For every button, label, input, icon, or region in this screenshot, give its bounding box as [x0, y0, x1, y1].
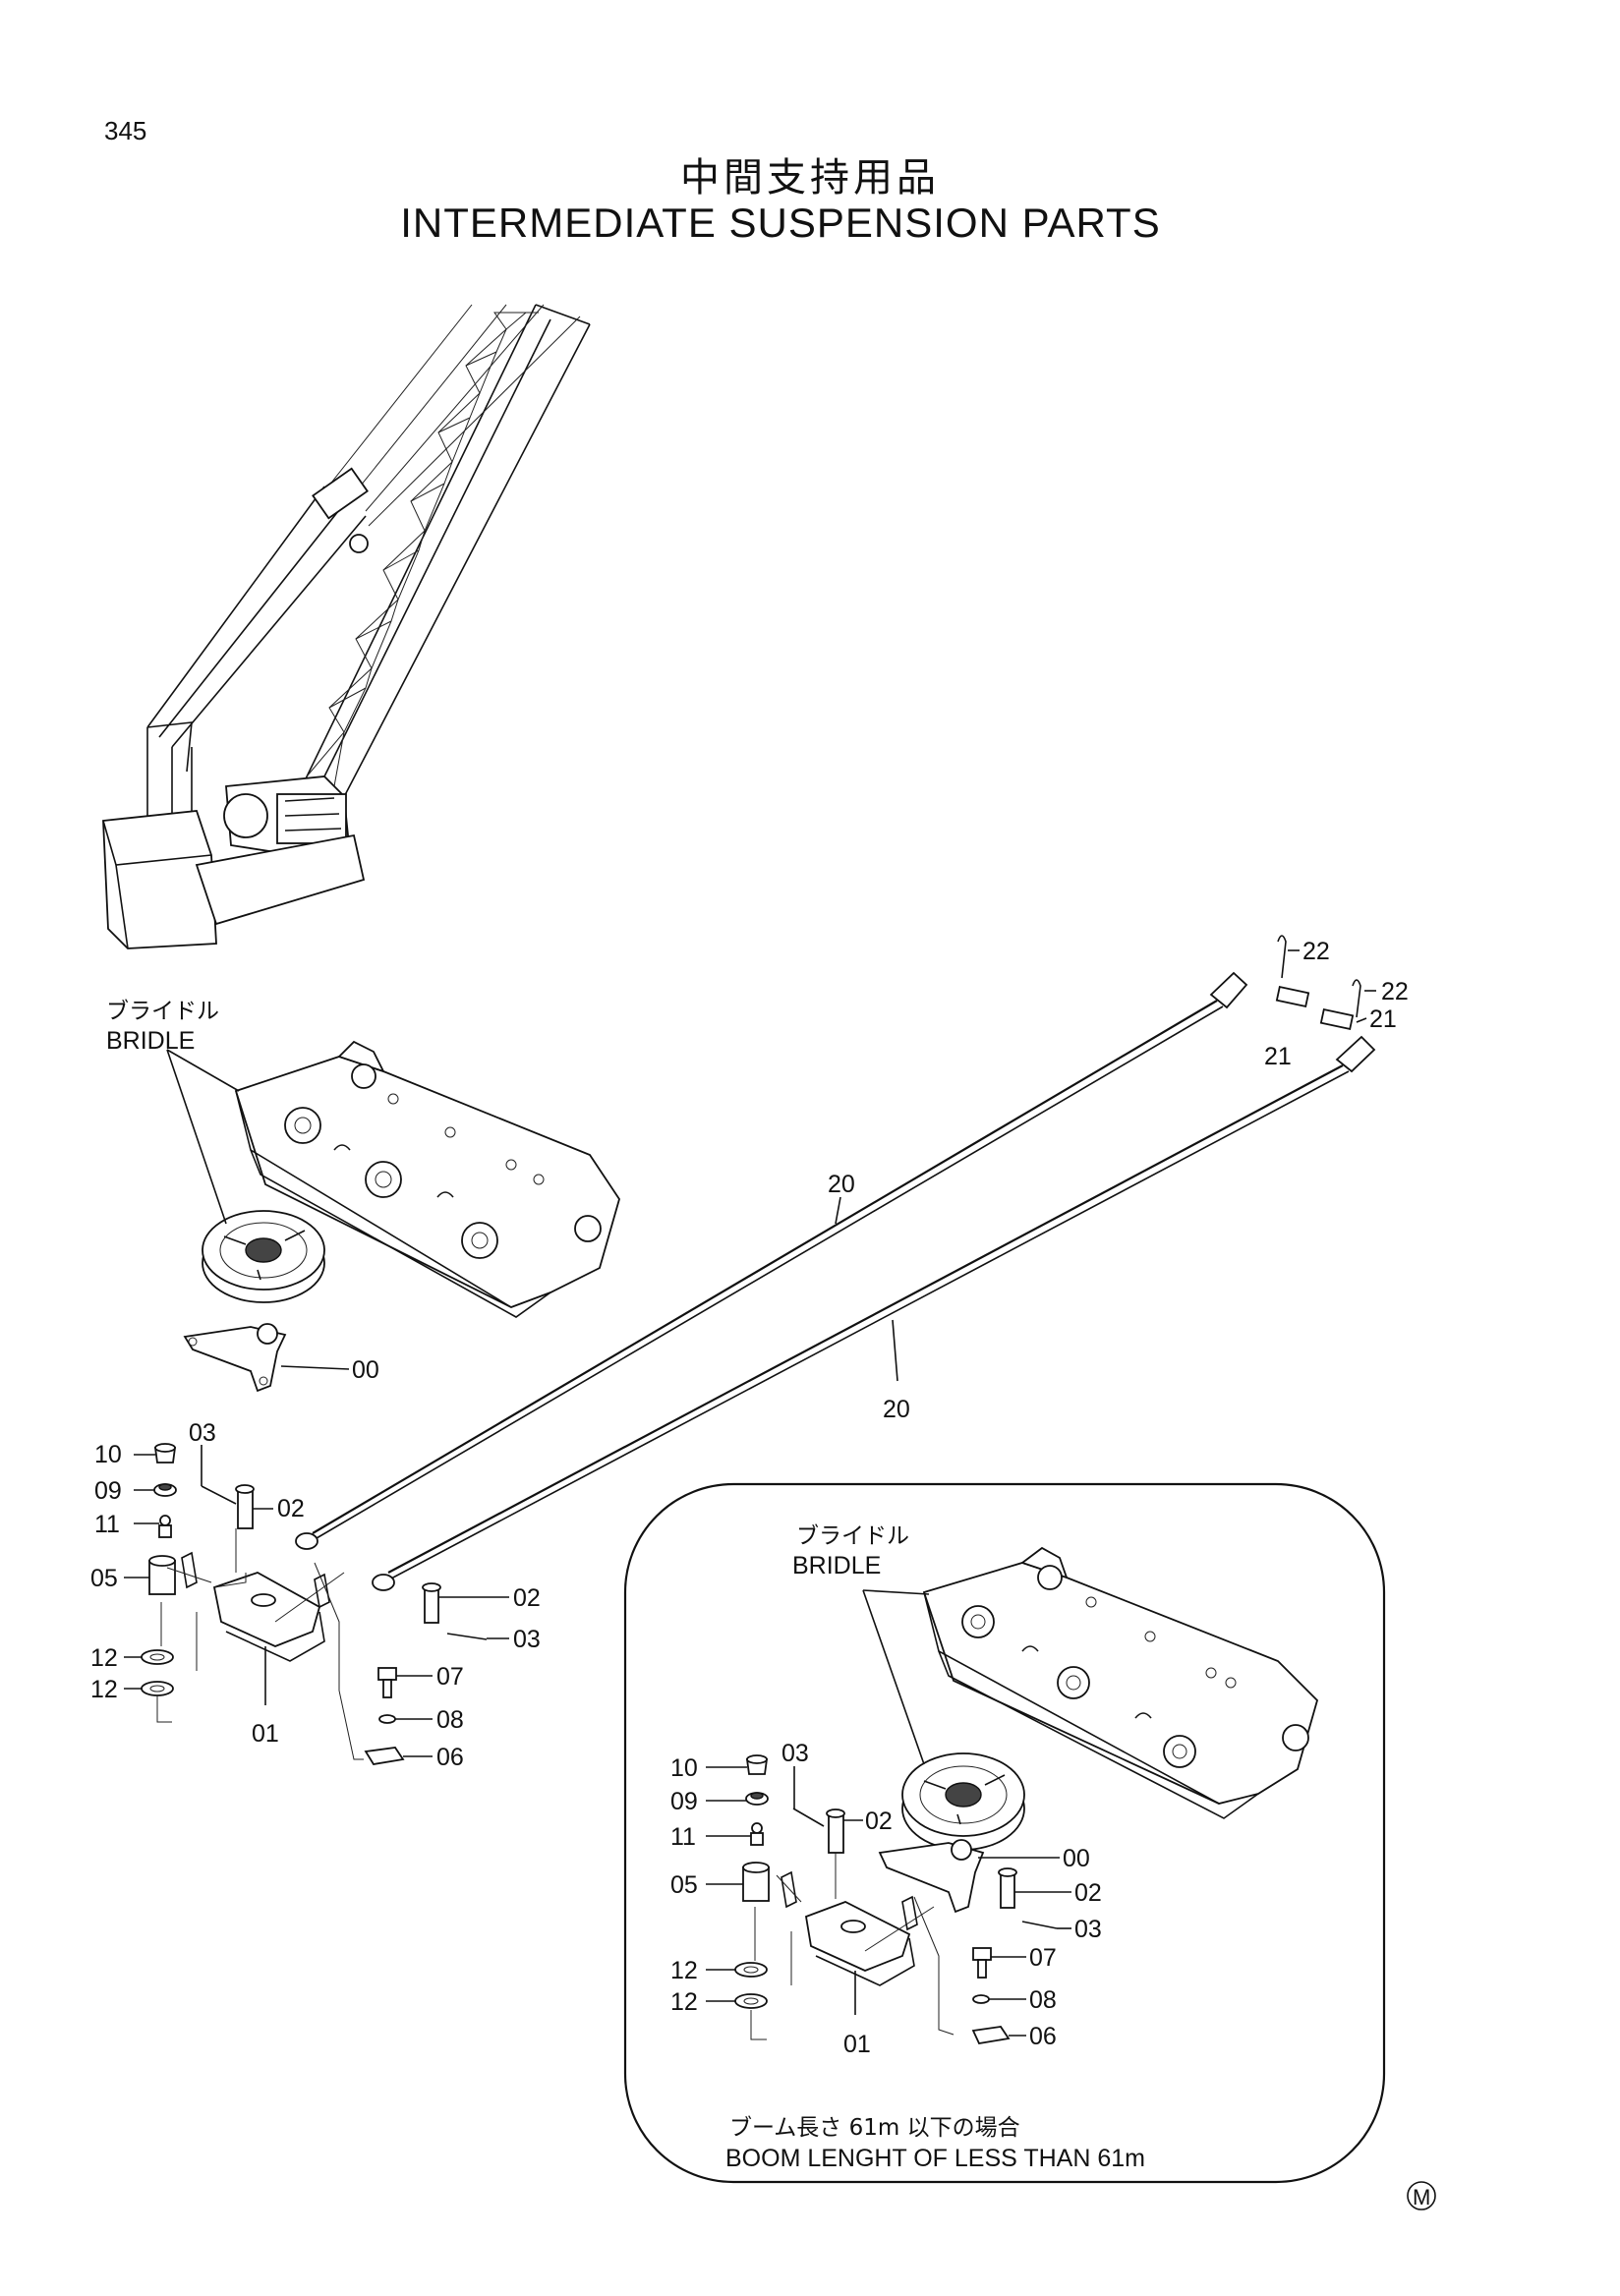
inset-note-jp: ブーム長さ 61m 以下の場合	[729, 2115, 1020, 2141]
page-title: INTERMEDIATE SUSPENSION PARTS	[400, 200, 1161, 246]
callout-08: 08	[436, 1706, 464, 1734]
callout-11: 11	[94, 1511, 120, 1538]
callout-21-right: 21	[1369, 1005, 1397, 1033]
bridle-inset	[922, 1546, 1319, 1819]
callout-22-left: 22	[1302, 938, 1330, 965]
callout-21-left: 21	[1264, 1043, 1292, 1070]
callout-03-inset-top: 03	[781, 1740, 809, 1767]
sheave-main	[202, 1210, 325, 1303]
page-number: 345	[104, 116, 147, 145]
callout-01-inset: 01	[843, 2031, 871, 2058]
callout-02-right: 02	[513, 1584, 541, 1612]
callout-01: 01	[252, 1720, 279, 1748]
callout-10: 10	[94, 1441, 122, 1468]
lattice-boom	[294, 304, 591, 817]
callout-06: 06	[436, 1744, 464, 1771]
callout-12-b: 12	[90, 1676, 118, 1703]
page-title-jp: 中間支持用品	[680, 155, 940, 201]
inset-frame	[623, 1482, 1386, 2184]
callout-00-inset: 00	[1063, 1845, 1090, 1872]
exploded-parts-inset	[734, 1754, 1058, 2045]
callout-12-inset-b: 12	[670, 1988, 698, 2016]
bridle-inset-label: BRIDLE	[792, 1552, 881, 1579]
callout-09-inset: 09	[670, 1788, 698, 1815]
callout-09: 09	[94, 1477, 122, 1505]
m-mark-icon: M	[1407, 2181, 1436, 2210]
bridle-label: BRIDLE	[106, 1027, 195, 1055]
callout-03-inset-right: 03	[1074, 1916, 1102, 1943]
callout-00: 00	[352, 1356, 379, 1384]
callout-06-inset: 06	[1029, 2023, 1057, 2050]
callout-22-right: 22	[1381, 978, 1409, 1005]
exploded-parts-main	[141, 1443, 488, 1765]
callouts-main: 10 09 11 05 12 12 03 02 01 02 03 07 08 0…	[90, 1419, 541, 1771]
callout-10-inset: 10	[670, 1754, 698, 1782]
callout-03-right: 03	[513, 1626, 541, 1653]
callout-05-inset: 05	[670, 1871, 698, 1899]
callouts-inset: 10 09 11 05 12 12 03 02 01 02 03 07 08 0…	[670, 1740, 1102, 2058]
inset-note: BOOM LENGHT OF LESS THAN 61m	[725, 2145, 1145, 2172]
callout-20-upper: 20	[828, 1171, 855, 1198]
bridle-label-jp: ブライドル	[106, 999, 219, 1024]
callout-11-inset: 11	[670, 1823, 696, 1851]
callout-02-inset-top: 02	[865, 1808, 893, 1835]
mast	[146, 467, 369, 748]
clips-22	[1277, 935, 1361, 1018]
callout-12-inset-a: 12	[670, 1957, 698, 1984]
sheave-inset	[901, 1752, 1025, 1851]
callout-03-top: 03	[189, 1419, 216, 1447]
pins-21	[1275, 985, 1355, 1031]
callout-02-inset-right: 02	[1074, 1879, 1102, 1907]
callout-20-lower: 20	[883, 1396, 910, 1423]
callout-12-a: 12	[90, 1644, 118, 1672]
callout-07: 07	[436, 1663, 464, 1691]
bridle-main	[234, 1040, 620, 1318]
callout-02-top: 02	[277, 1495, 305, 1522]
m-mark-letter: M	[1413, 2185, 1430, 2210]
crane-illustration	[102, 304, 591, 949]
callout-07-inset: 07	[1029, 1944, 1057, 1972]
bridle-inset-label-jp: ブライドル	[796, 1523, 909, 1549]
callout-08-inset: 08	[1029, 1986, 1057, 2014]
pendant-rods	[295, 971, 1376, 1591]
callout-05: 05	[90, 1565, 118, 1592]
